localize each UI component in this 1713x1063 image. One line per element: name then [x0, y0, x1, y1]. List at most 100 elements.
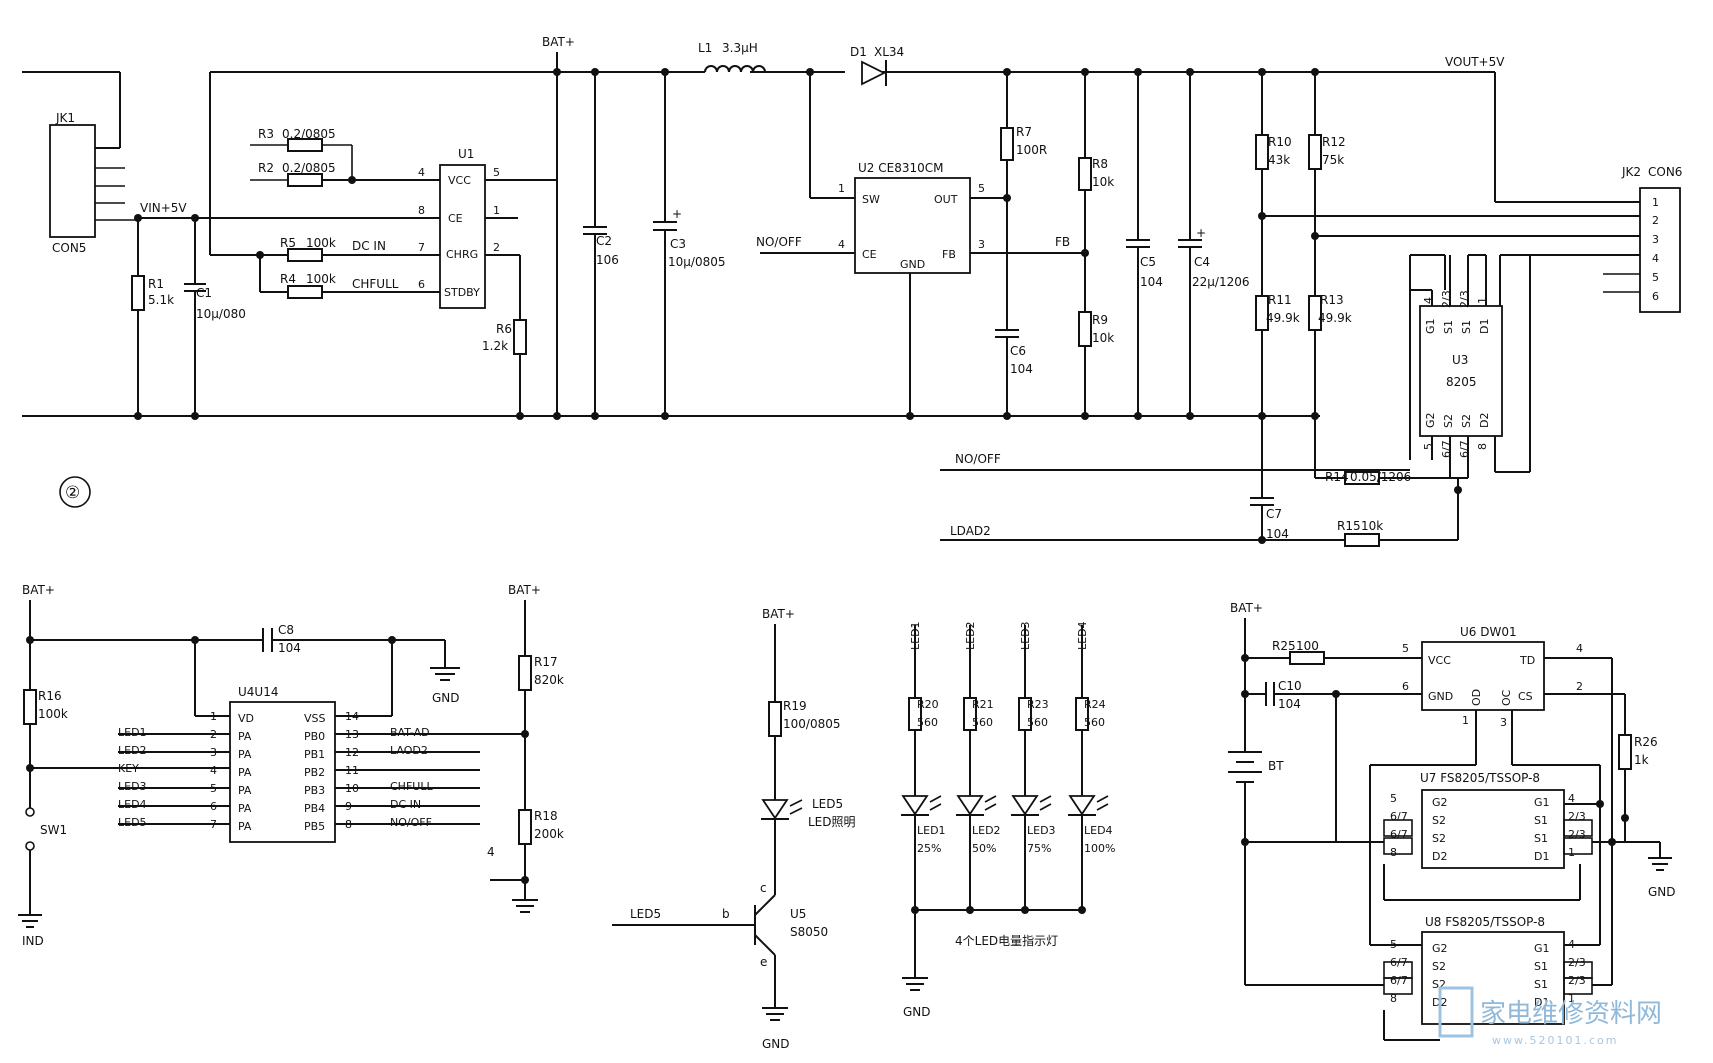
- c3-plus: +: [672, 207, 682, 221]
- u3-pin-d2-num: 8: [1476, 443, 1489, 450]
- r11-value: 49.9k: [1266, 311, 1300, 325]
- u7-right-pin-num: 1: [1568, 846, 1575, 859]
- net-bat-top: BAT+: [542, 35, 575, 49]
- mcu-section: BAT+ C8 104 GND R16 100k: [18, 583, 564, 948]
- u5-part: S8050: [790, 925, 828, 939]
- jk2-pin-4: 4: [1652, 252, 1659, 265]
- c8-capacitor: C8 104: [262, 623, 301, 655]
- u4-right-pin-net: LAOD2: [390, 744, 428, 757]
- r2-value: 0.2/0805: [282, 161, 336, 175]
- u8-right-pin-name: S1: [1534, 960, 1548, 973]
- u4-left-pin-num: 1: [210, 710, 217, 723]
- r25-value: 100: [1296, 639, 1319, 653]
- r26-resistor: R26 1k: [1618, 734, 1658, 842]
- indicator-resistor-value: 560: [1084, 716, 1105, 729]
- net-ind: IND: [22, 934, 44, 948]
- u1-pin-8-num: 8: [418, 204, 425, 217]
- r10-resistor: R10 43k: [1255, 68, 1292, 296]
- u1-pin-8-name: CE: [448, 212, 463, 225]
- u4-left-pin-name: PA: [238, 802, 252, 815]
- u3-pin-g1-num: 4: [1422, 297, 1435, 304]
- u2-pin-4-num: 4: [838, 238, 845, 251]
- u7-right-pin-name: S1: [1534, 832, 1548, 845]
- u4-left-pin-net: KEY: [118, 762, 139, 775]
- c8-value: 104: [278, 641, 301, 655]
- c6-ref: C6: [1010, 344, 1026, 358]
- u2-pin-sw: SW: [862, 193, 880, 206]
- u3-pin-s2a-num: 6/7: [1440, 440, 1453, 458]
- c7-ref: C7: [1266, 507, 1282, 521]
- u7-left-pin-num: 6/7: [1390, 828, 1408, 841]
- r10-ref: R10: [1268, 135, 1292, 149]
- u3-pin-s1b-num: 2/3: [1458, 290, 1471, 308]
- jk2-connector: JK2 CON6 1 2 3 4 5 6: [1262, 165, 1682, 313]
- r12-resistor: R12 75k: [1308, 68, 1346, 296]
- indicator-led-section: LED1R20560LED125%LED2R21560LED250%LED3R2…: [901, 621, 1115, 1019]
- u6-pin-od: OD: [1470, 689, 1483, 706]
- u4-right-pin-num: 14: [345, 710, 359, 723]
- u7-left-pin-name: D2: [1432, 850, 1447, 863]
- u4-right-pin-net: BAT-AD: [390, 726, 430, 739]
- u2-pin-fb: FB: [942, 248, 956, 261]
- u8-left-pin-num: 5: [1390, 938, 1397, 951]
- r8-resistor: R8 10k: [1078, 68, 1114, 312]
- u3-pin-g1-name: G1: [1424, 318, 1437, 334]
- c2-ref: C2: [596, 234, 612, 248]
- r11-resistor: R11 49.9k: [1255, 293, 1300, 498]
- u1-pin-1-num: 1: [493, 204, 500, 217]
- r8-ref: R8: [1092, 157, 1108, 171]
- c3-ref: C3: [670, 237, 686, 251]
- u6-pin-4-num: 4: [1576, 642, 1583, 655]
- watermark-url: www.520101.com: [1492, 1034, 1618, 1047]
- r16-resistor: R16 100k: [23, 689, 68, 808]
- u4-left-pin-name: PA: [238, 766, 252, 779]
- r12-value: 75k: [1322, 153, 1344, 167]
- r13-value: 49.9k: [1318, 311, 1352, 325]
- indicator-resistor-value: 560: [972, 716, 993, 729]
- net-bat-r17: BAT+: [508, 583, 541, 597]
- r12-ref: R12: [1322, 135, 1346, 149]
- r4-ref: R4: [280, 272, 296, 286]
- u1-charger-ic: U1 4 VCC 8 CE 7 CHRG 6 STDBY 5 1 2: [418, 72, 558, 416]
- r18-resistor: R18 200k 4: [487, 809, 564, 913]
- u2-pin-out: OUT: [934, 193, 958, 206]
- c7-value: 104: [1266, 527, 1289, 541]
- r5-value: 100k: [306, 236, 336, 250]
- l1-value: 3.3μH: [722, 41, 758, 55]
- u4-left-pin-name: PA: [238, 784, 252, 797]
- l1-inductor: L1 3.3μH: [698, 41, 766, 73]
- indicator-resistor-ref: R20: [917, 698, 939, 711]
- net-bat-mcu: BAT+: [22, 583, 55, 597]
- r14-value: 0.05/1206: [1350, 470, 1411, 484]
- c5-ref: C5: [1140, 255, 1156, 269]
- u8-left-pin-name: S2: [1432, 960, 1446, 973]
- u4-right-pin-name: PB1: [304, 748, 325, 761]
- sw1-ref: SW1: [40, 823, 67, 837]
- r6-resistor: R6 1.2k: [482, 255, 527, 420]
- u7-right-pin-num: 2/3: [1568, 810, 1586, 823]
- c2-value: 106: [596, 253, 619, 267]
- r2-resistor: R2 0.2/0805: [250, 161, 440, 187]
- c4-plus: +: [1196, 226, 1206, 240]
- r5-ref: R5: [280, 236, 296, 250]
- l1-ref: L1: [698, 41, 712, 55]
- u5-base-net: LED5: [630, 907, 661, 921]
- u8-left-pin-num: 8: [1390, 992, 1397, 1005]
- u3-part: 8205: [1446, 375, 1477, 389]
- jk2-type: CON6: [1648, 165, 1682, 179]
- u7-left-pin-name: S2: [1432, 832, 1446, 845]
- r5-resistor: R5 100k DC IN: [280, 236, 386, 262]
- r19-value: 100/0805: [783, 717, 841, 731]
- u6-pin-td: TD: [1519, 654, 1535, 667]
- u4-right-pin-name: PB0: [304, 730, 325, 743]
- indicator-led-level: 75%: [1027, 842, 1051, 855]
- u8-right-pin-name: G1: [1534, 942, 1550, 955]
- u2-pin-ce: CE: [862, 248, 877, 261]
- u1-pin-6-name: STDBY: [444, 286, 480, 299]
- r18-ref: R18: [534, 809, 558, 823]
- u1-pin-2-num: 2: [493, 241, 500, 254]
- u4-right-pin-name: PB5: [304, 820, 325, 833]
- jk2-pin-2: 2: [1652, 214, 1659, 227]
- u3-ref: U3: [1452, 353, 1468, 367]
